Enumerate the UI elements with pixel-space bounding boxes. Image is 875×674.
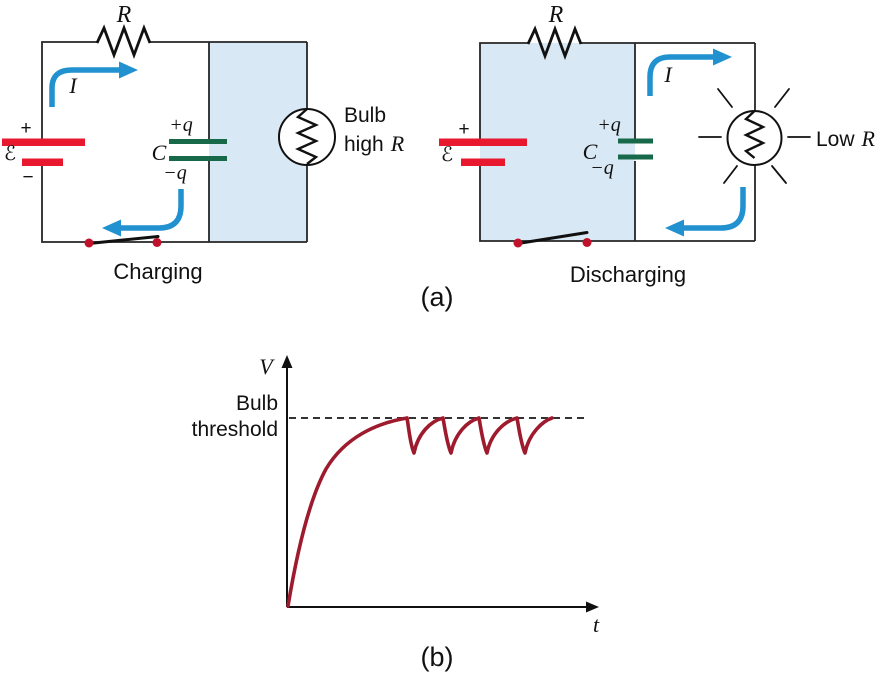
- y-axis-arrowhead-icon: [281, 355, 293, 368]
- part-b-label: (b): [421, 642, 454, 672]
- y-axis-label: V: [259, 354, 275, 379]
- return-arrowhead-icon: [665, 219, 684, 237]
- battery-positive-plate: [2, 138, 85, 146]
- threshold-label-line1: Bulb: [236, 392, 278, 415]
- capacitor-label: C: [583, 139, 598, 164]
- current-label: I: [663, 62, 673, 87]
- bulb-ray-icon: [774, 88, 790, 108]
- discharging-caption: Discharging: [570, 262, 686, 287]
- current-arrow-icon: [647, 54, 715, 96]
- bulb-filament-icon: [295, 108, 319, 165]
- resistor-icon: [526, 24, 583, 61]
- current-label: I: [68, 73, 78, 98]
- discharging-circuit-wire: [479, 42, 755, 242]
- switch-contact-left: [513, 238, 523, 248]
- bulb-name-label: Bulb: [344, 104, 386, 127]
- x-axis-label: t: [593, 612, 600, 637]
- voltage-time-graph: V t Bulb threshold: [192, 354, 600, 637]
- capacitor-label: C: [152, 140, 167, 165]
- switch-blade-icon: [87, 235, 160, 245]
- current-arrowhead-icon: [119, 61, 138, 79]
- switch-contact-right: [152, 238, 162, 247]
- current-arrow-icon: [49, 67, 121, 107]
- bulb-ray-icon: [771, 165, 787, 184]
- battery-plus-sign: +: [20, 118, 31, 139]
- emf-label: ℰ: [441, 142, 453, 166]
- emf-label: ℰ: [4, 141, 16, 165]
- capacitor-minus-charge-label: −q: [590, 157, 614, 179]
- switch-contact-right: [582, 238, 592, 247]
- battery-plus-sign: +: [458, 119, 469, 140]
- resistor-label: R: [116, 2, 132, 28]
- current-arrowhead-icon: [713, 48, 732, 66]
- part-a-label: (a): [421, 282, 454, 312]
- battery-positive-plate: [439, 138, 527, 146]
- battery-minus-sign: −: [22, 167, 33, 188]
- capacitor-top-plate: [618, 138, 653, 144]
- return-arrow-icon: [119, 189, 184, 231]
- battery-negative-plate: [22, 158, 63, 166]
- bulb-ray-icon: [717, 88, 733, 108]
- capacitor-top-plate: [169, 139, 227, 144]
- threshold-label-line2: threshold: [192, 418, 278, 441]
- capacitor-bottom-plate: [169, 156, 227, 161]
- voltage-curve: [286, 416, 554, 608]
- switch-contact-left: [84, 238, 94, 248]
- capacitor-plus-charge-label: +q: [169, 114, 193, 136]
- resistor-label: R: [548, 2, 564, 28]
- x-axis-arrowhead-icon: [586, 601, 599, 613]
- capacitor-bottom-plate: [618, 154, 653, 160]
- capacitor-minus-charge-label: −q: [163, 162, 187, 184]
- return-arrow-icon: [682, 187, 746, 231]
- switch-blade-icon: [516, 231, 589, 245]
- bulb-ray-icon: [723, 165, 738, 184]
- bulb-filament-icon: [743, 110, 766, 159]
- resistor-icon: [95, 23, 152, 60]
- charging-circuit-wire: [41, 41, 307, 243]
- battery-negative-plate: [461, 158, 505, 166]
- capacitor-plus-charge-label: +q: [597, 114, 621, 136]
- return-arrowhead-icon: [102, 219, 121, 237]
- charging-caption: Charging: [113, 259, 202, 284]
